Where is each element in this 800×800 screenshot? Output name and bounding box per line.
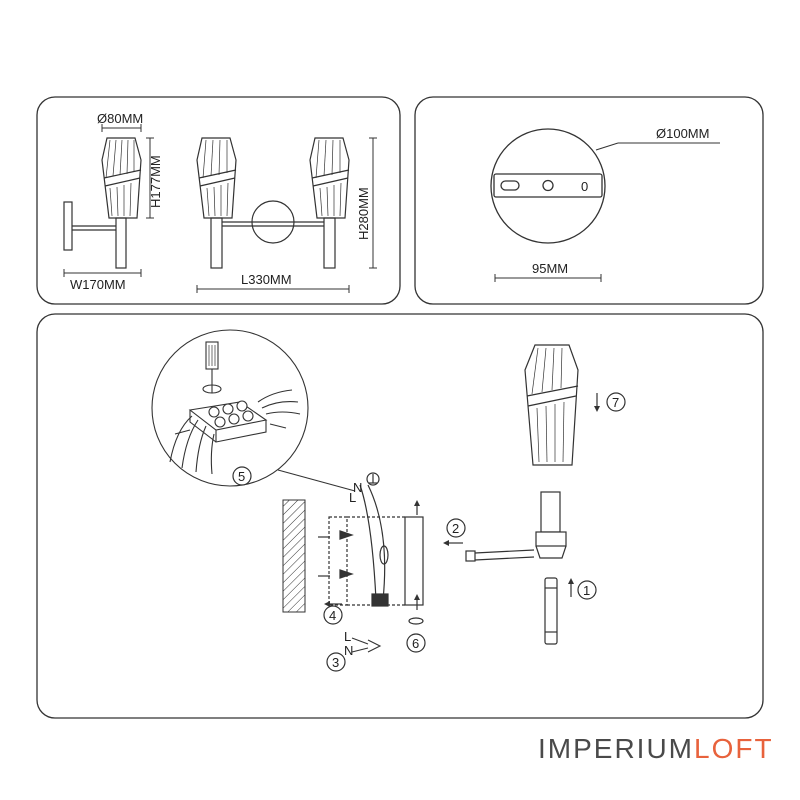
brand-logo: IMPERIUMLOFT	[538, 733, 774, 765]
brand-logo-part-1: IMPERIUM	[538, 733, 694, 764]
wire-l-small-label: L	[344, 629, 351, 644]
step-1-label: 1	[583, 583, 590, 598]
shade-height-label: H177MM	[148, 155, 163, 208]
terminal-block-detail	[151, 329, 356, 492]
hole-spacing-label: 95MM	[532, 261, 568, 276]
step-2-label: 2	[452, 521, 459, 536]
length-label: L330MM	[241, 272, 292, 287]
wire-n-small-label: N	[344, 643, 353, 658]
step-6-label: 6	[412, 636, 419, 651]
plate-diameter-label: Ø100MM	[656, 126, 709, 141]
bulb	[544, 577, 558, 645]
wall	[282, 499, 306, 613]
step-5-label: 5	[238, 469, 245, 484]
wire-l-label: L	[349, 490, 356, 505]
side-view-lamp	[63, 137, 142, 269]
glass-shade	[524, 344, 579, 466]
step-7-label: 7	[612, 395, 619, 410]
front-view-lamp	[196, 137, 350, 269]
width-label: W170MM	[70, 277, 126, 292]
step-4-label: 4	[329, 608, 336, 623]
step-3-label: 3	[332, 655, 339, 670]
mounting-plate-panel	[414, 96, 764, 305]
canopy	[318, 472, 424, 607]
wire-n-label: N	[353, 480, 362, 495]
dimensions-panel	[36, 96, 401, 305]
rotate-nut-icon	[408, 617, 424, 625]
shade-diameter-label: Ø80MM	[97, 111, 143, 126]
wire-connector-detail	[351, 637, 382, 653]
total-height-label: H280MM	[356, 187, 371, 240]
mounting-plate	[490, 128, 606, 244]
brand-logo-part-2: LOFT	[694, 733, 774, 764]
lamp-arm	[465, 491, 567, 562]
plate-zero-mark: 0	[581, 179, 588, 194]
installation-panel	[36, 313, 764, 719]
